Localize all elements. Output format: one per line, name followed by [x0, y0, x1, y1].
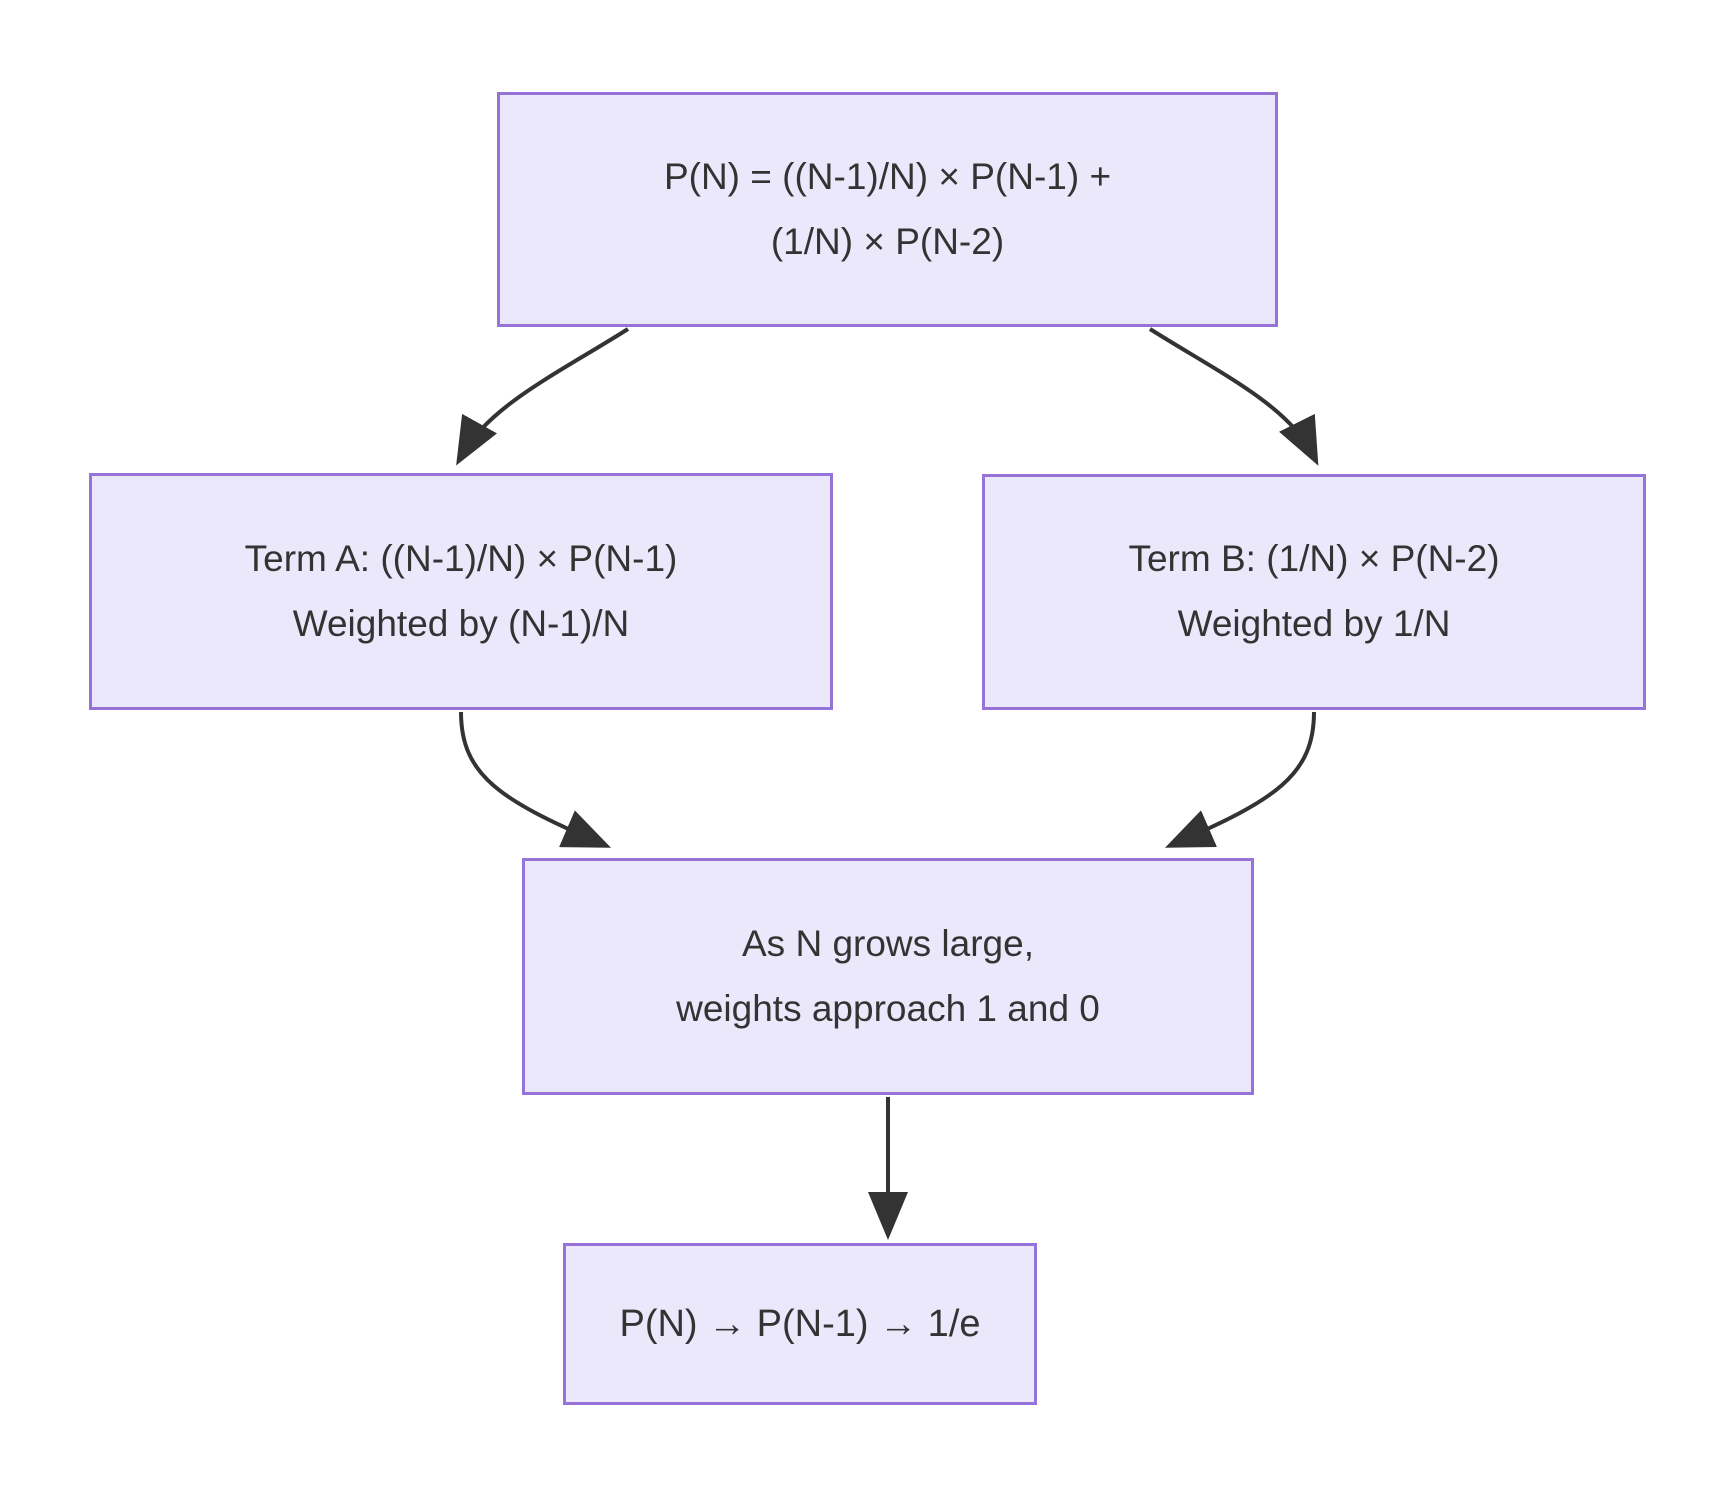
node-term-b-line-2: Weighted by 1/N — [1177, 603, 1451, 644]
node-conclusion-line-1: P(N) → P(N-1) → 1/e — [619, 1302, 981, 1345]
edge-recurrence-to-term-b — [1148, 327, 1319, 466]
node-recurrence-formula[interactable]: P(N) = ((N-1)/N) × P(N-1) + (1/N) × P(N-… — [497, 92, 1278, 327]
node-large-n-limit[interactable]: As N grows large, weights approach 1 and… — [522, 858, 1254, 1095]
node-recurrence-line-2: (1/N) × P(N-2) — [770, 220, 1005, 262]
node-limit-line-1: As N grows large, — [742, 922, 1034, 964]
node-term-b[interactable]: Term B: (1/N) × P(N-2) Weighted by 1/N — [982, 474, 1646, 710]
edge-term-b-to-limit — [1164, 711, 1316, 848]
node-term-a-line-1: Term A: ((N-1)/N) × P(N-1) — [244, 537, 678, 579]
node-conclusion[interactable]: P(N) → P(N-1) → 1/e — [563, 1243, 1037, 1405]
node-recurrence-line-1: P(N) = ((N-1)/N) × P(N-1) + — [663, 155, 1112, 197]
node-limit-line-2: weights approach 1 and 0 — [676, 987, 1100, 1029]
edge-term-a-to-limit — [459, 711, 612, 848]
node-term-a-line-2: Weighted by (N-1)/N — [292, 602, 630, 644]
edge-recurrence-to-term-a — [456, 327, 630, 466]
node-term-b-line-1: Term B: (1/N) × P(N-2) — [1128, 538, 1500, 580]
node-term-a[interactable]: Term A: ((N-1)/N) × P(N-1) Weighted by (… — [89, 473, 833, 710]
